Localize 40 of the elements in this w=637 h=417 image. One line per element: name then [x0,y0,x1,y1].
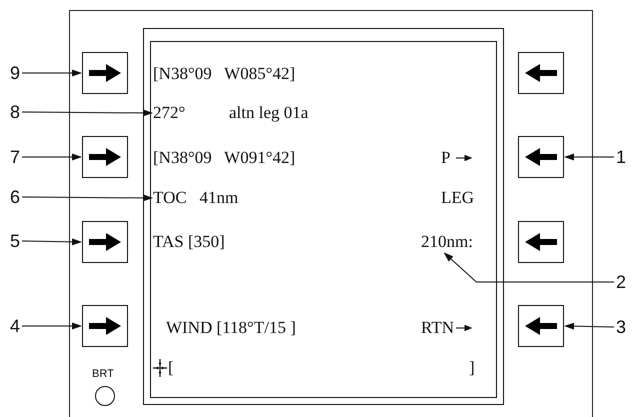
leader-line [444,252,614,282]
leader-line [22,109,153,116]
key-button [518,136,564,178]
key-button [82,221,128,263]
callout-number: 9 [10,63,20,83]
display-text: [ [168,358,174,378]
key-button [518,305,564,347]
key-button [82,136,128,178]
display-text: TAS [350] [153,232,225,252]
display-text: altn leg 01a [229,103,308,123]
callout-number: 5 [10,231,20,251]
leader-line [564,154,614,160]
display-text: 210nm: [421,232,473,252]
display-text: [N38°09 W091°42] [153,148,296,168]
callout-number: 2 [616,272,626,292]
leader-line [22,70,82,76]
display-text: 272° [153,103,186,123]
callout-number: 1 [616,147,626,167]
key-button [82,305,128,347]
leader-line [22,322,82,330]
callout-number: 6 [10,187,20,207]
callout-number: 3 [616,317,626,337]
display-text: RTN [421,318,454,338]
leader-line [22,194,153,202]
display-text: TOC 41nm [153,188,238,208]
callout-number: 8 [10,102,20,122]
callout-number: 4 [10,316,20,336]
display-text: [N38°09 W085°42] [153,64,296,84]
knob-label: BRT [92,368,114,380]
display-text: P [441,148,450,168]
leader-line [22,154,82,160]
leader-line [22,238,82,246]
display-text: LEG [441,188,474,208]
display-text: ] [469,358,475,378]
callout-number: 7 [10,147,20,167]
leader-line [564,322,614,330]
display-text: WIND [118°T/15 ] [166,318,296,338]
key-button [82,52,128,94]
key-button [518,52,564,94]
key-button [518,221,564,263]
